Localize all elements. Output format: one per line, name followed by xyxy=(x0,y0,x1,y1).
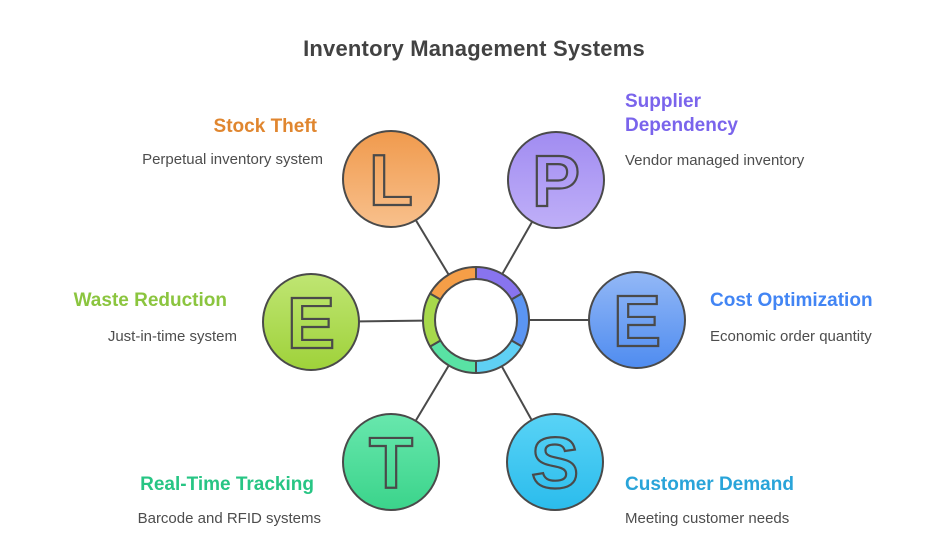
node-title-supplier-dependency: Supplier Dependency xyxy=(625,91,738,136)
node-subtitle-real-time-tracking: Barcode and RFID systems xyxy=(137,510,321,527)
node-circle-supplier-dependency xyxy=(507,131,605,229)
page-title: Inventory Management Systems xyxy=(303,36,645,61)
node-letter-real-time-tracking: T xyxy=(369,424,413,504)
node-subtitle-supplier-dependency: Vendor managed inventory xyxy=(625,152,805,169)
node-letter-stock-theft: L xyxy=(369,141,413,221)
node-title-real-time-tracking: Real-Time Tracking xyxy=(140,474,314,495)
node-title-cost-optimization: Cost Optimization xyxy=(710,290,873,311)
node-letter-customer-demand: S xyxy=(531,424,579,504)
node-circle-customer-demand xyxy=(506,413,604,511)
node-circle-waste-reduction xyxy=(262,273,360,371)
node-title-stock-theft: Stock Theft xyxy=(213,116,317,137)
node-circle-cost-optimization xyxy=(588,271,686,369)
node-subtitle-waste-reduction: Just-in-time system xyxy=(107,328,237,345)
ring-segment-stock-theft xyxy=(429,266,477,301)
node-title-customer-demand: Customer Demand xyxy=(625,474,794,495)
node-circle-real-time-tracking xyxy=(342,413,440,511)
node-circle-stock-theft xyxy=(342,130,440,228)
node-letter-supplier-dependency: P xyxy=(532,142,580,222)
node-letter-cost-optimization: E xyxy=(613,282,661,362)
node-title-waste-reduction: Waste Reduction xyxy=(73,290,227,311)
node-subtitle-stock-theft: Perpetual inventory system xyxy=(142,151,323,168)
node-letter-waste-reduction: E xyxy=(287,284,335,364)
hub-hole xyxy=(435,279,517,361)
node-subtitle-customer-demand: Meeting customer needs xyxy=(625,510,790,527)
node-subtitle-cost-optimization: Economic order quantity xyxy=(710,328,872,345)
